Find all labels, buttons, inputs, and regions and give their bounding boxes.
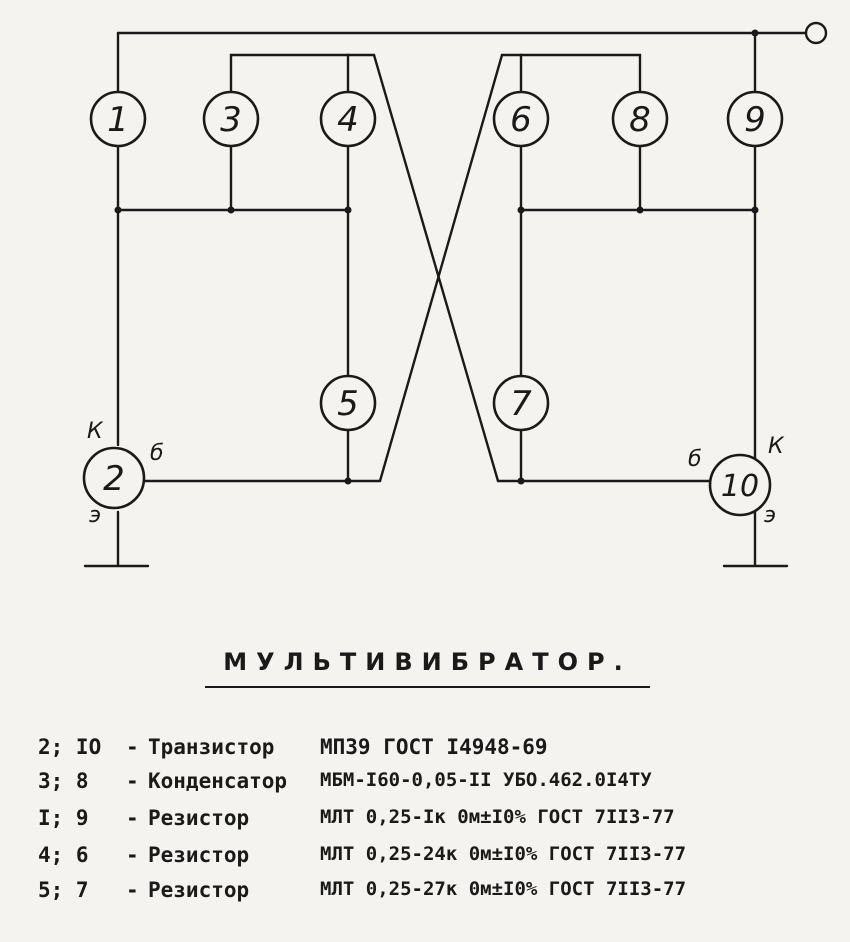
left-base-label: б (150, 441, 164, 466)
component-8: 8 (611, 90, 669, 148)
junction-node (114, 206, 122, 214)
right-emitter-label: э (764, 503, 776, 528)
right-collector-label: К (768, 434, 785, 459)
junction-node (344, 477, 352, 485)
parts-spec: МЛТ 0,25-24к 0м±I0% ГОСТ 7II3-77 (320, 843, 687, 865)
parts-refs: 4; 6 (38, 843, 89, 867)
parts-dash: - (126, 735, 139, 759)
svg-text:6: 6 (510, 100, 532, 140)
junction-node (751, 29, 759, 37)
parts-refs: 5; 7 (38, 878, 89, 902)
svg-text:7: 7 (510, 384, 532, 424)
component-7: 7 (492, 374, 550, 432)
parts-type: Резистор (148, 843, 250, 867)
parts-refs: I; 9 (38, 806, 89, 830)
parts-dash: - (126, 843, 139, 867)
wire-3-4-top (229, 53, 350, 94)
parts-type: Резистор (148, 878, 250, 902)
junction-node (636, 206, 644, 214)
cross-wire-a (346, 53, 500, 483)
junction-node (517, 477, 525, 485)
svg-text:4: 4 (337, 100, 359, 140)
junction-node (517, 206, 525, 214)
left-emitter-label: э (89, 503, 101, 528)
parts-spec: МЛТ 0,25-Iк 0м±I0% ГОСТ 7II3-77 (320, 806, 675, 828)
parts-type: Конденсатор (148, 769, 288, 793)
parts-spec: МБМ-I60-0,05-II УБО.462.0I4ТУ (320, 769, 652, 791)
component-6: 6 (492, 90, 550, 148)
junction-node (227, 206, 235, 214)
svg-text:1: 1 (107, 100, 129, 140)
parts-type: Транзистор (148, 735, 275, 759)
parts-spec: МЛТ 0,25-27к 0м±I0% ГОСТ 7II3-77 (320, 878, 687, 900)
left-collector-label: К (87, 419, 104, 444)
component-3: 3 (202, 90, 260, 148)
svg-text:3: 3 (220, 100, 242, 140)
parts-refs: 3; 8 (38, 769, 89, 793)
component-1: 1 (89, 90, 147, 148)
svg-text:2: 2 (103, 459, 125, 499)
component-5: 5 (319, 374, 377, 432)
svg-text:8: 8 (629, 100, 651, 140)
junction-node (344, 206, 352, 214)
parts-type: Резистор (148, 806, 250, 830)
svg-text:9: 9 (744, 100, 766, 140)
parts-dash: - (126, 878, 139, 902)
svg-text:5: 5 (337, 384, 359, 424)
parts-refs: 2; IO (38, 735, 102, 759)
supply-terminal (804, 21, 828, 45)
component-9: 9 (726, 90, 784, 148)
junction-node (751, 206, 759, 214)
svg-text:10: 10 (721, 469, 759, 504)
parts-dash: - (126, 806, 139, 830)
parts-dash: - (126, 769, 139, 793)
wire-6-8-top (519, 53, 642, 94)
component-2-transistor: 2 (82, 446, 146, 510)
cross-wire-b (378, 53, 523, 483)
diagram-title: МУЛЬТИВИБРАТОР. (223, 648, 632, 676)
component-4: 4 (319, 90, 377, 148)
right-base-label: б (688, 447, 702, 472)
multivibrator-schematic: 1 3 4 6 8 9 5 7 2 10 К б э К б э (82, 21, 828, 568)
title-underline (205, 686, 650, 688)
parts-spec: МП39 ГОСТ I4948-69 (320, 735, 548, 759)
component-10-transistor: 10 (708, 453, 772, 517)
